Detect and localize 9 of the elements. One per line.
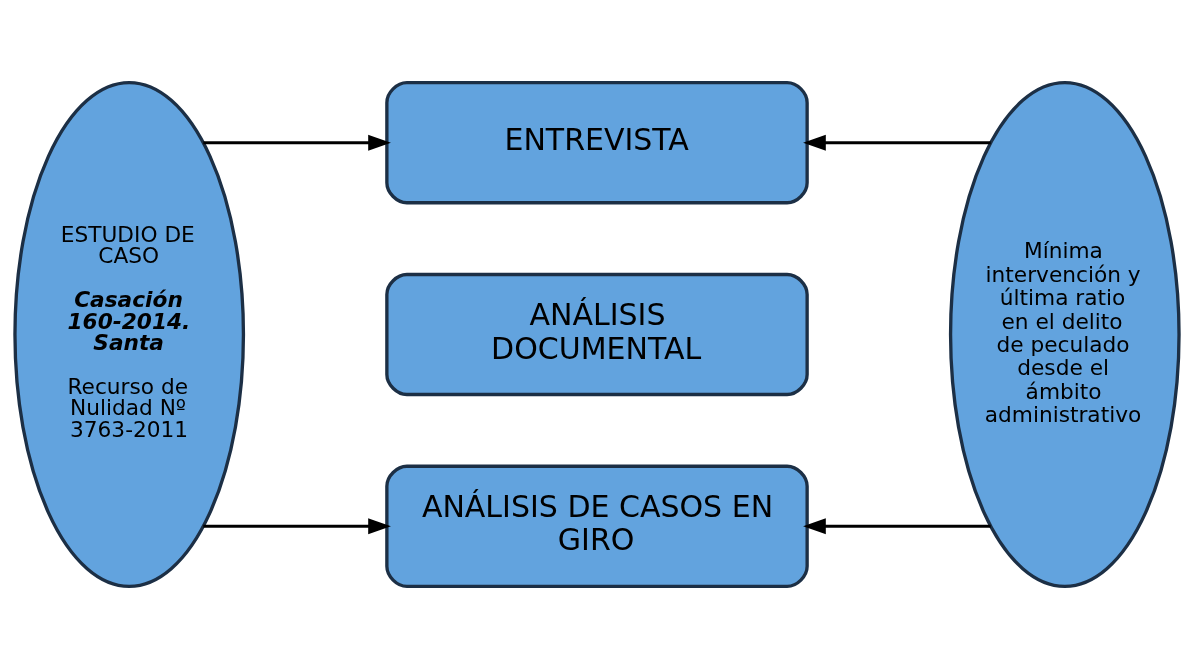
- node-box: ANÁLISIS DOCUMENTAL: [385, 272, 809, 397]
- arrow: [203, 134, 391, 151]
- node-ellipse: Mínima intervención y última ratio en el delito de peculado desde el ámbito administrativo: [948, 81, 1181, 588]
- node-ellipse: ESTUDIO DE CASO Casación 160-2014. Santa Recurso de Nulidad Nº 3763-2011: [13, 81, 246, 588]
- arrow: [803, 518, 991, 535]
- arrow: [203, 518, 391, 535]
- node-box: ANÁLISIS DE CASOS EN GIRO: [385, 464, 809, 588]
- node-box: ENTREVISTA: [385, 81, 809, 205]
- arrow: [803, 134, 991, 151]
